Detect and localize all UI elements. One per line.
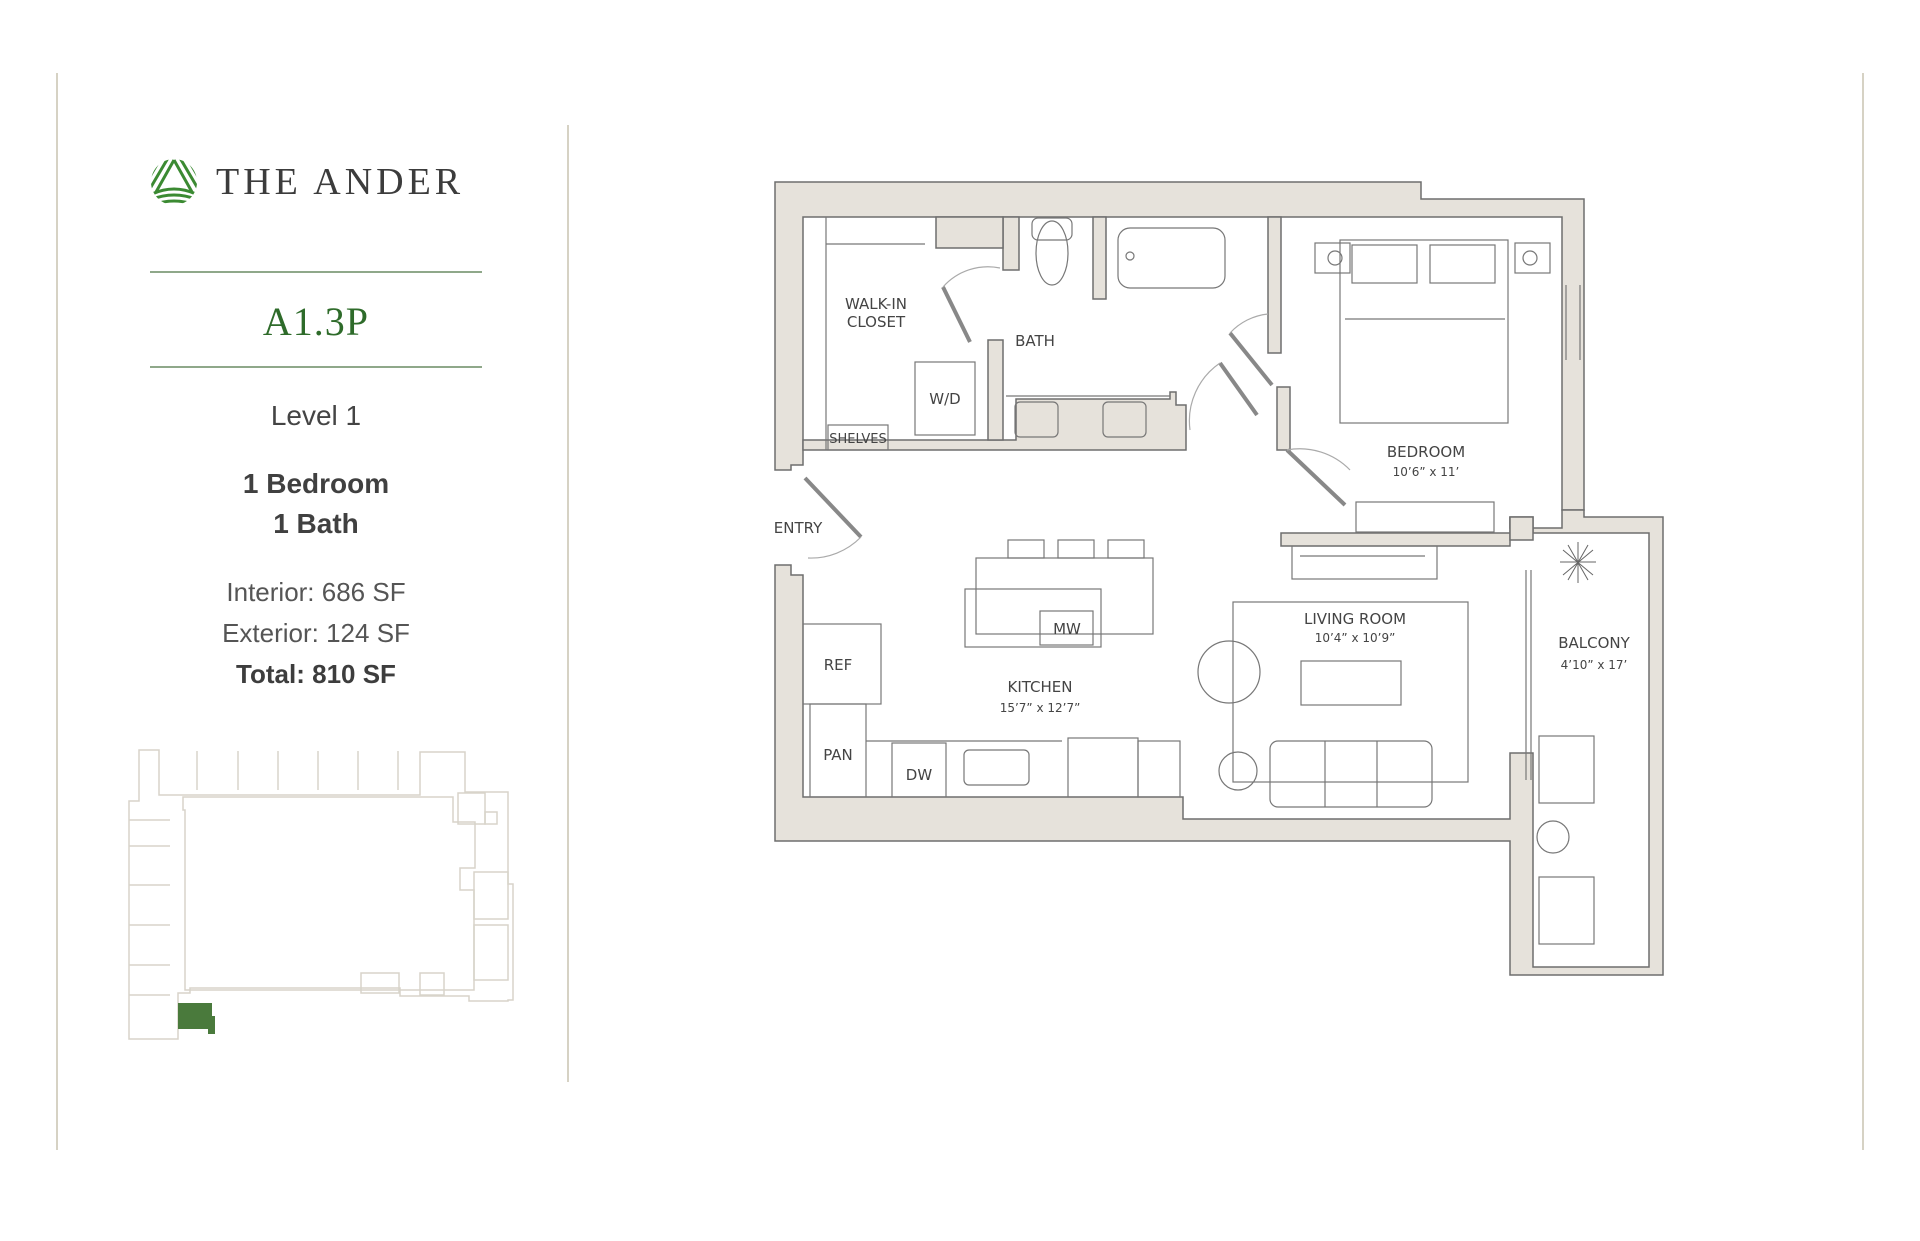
label-balcony-dim: 4’10” x 17’ — [1561, 658, 1628, 672]
walls — [774, 181, 1664, 976]
bed-bath: 1 Bedroom 1 Bath — [150, 464, 482, 544]
label-living-room: LIVING ROOM — [1304, 610, 1406, 628]
label-walkin-closet-1: WALK-IN — [845, 295, 907, 313]
unit-level: Level 1 — [270, 400, 362, 431]
bath-count: 1 Bath — [273, 508, 359, 539]
brand-name: THE ANDER — [216, 161, 465, 203]
total-area: Total: 810 SF — [236, 659, 396, 689]
label-ref: REF — [824, 656, 853, 674]
building-keyplan — [128, 749, 514, 1040]
label-balcony: BALCONY — [1558, 634, 1630, 652]
label-bedroom-dim: 10’6” x 11’ — [1393, 465, 1460, 479]
exterior-area: Exterior: 124 SF — [222, 618, 410, 648]
brand-logo: THE ANDER — [150, 158, 464, 206]
panel-divider — [567, 125, 569, 1082]
label-mw: MW — [1053, 620, 1081, 638]
leaf-stripes-icon — [151, 159, 197, 205]
label-wd: W/D — [929, 390, 960, 408]
label-dw: DW — [906, 766, 933, 784]
unit-code-wrap: A1.3P — [150, 298, 482, 345]
bedroom-count: 1 Bedroom — [242, 468, 390, 499]
keyplan-unit-highlight — [178, 1003, 215, 1034]
label-kitchen: KITCHEN — [1008, 678, 1073, 696]
fixtures — [802, 217, 1596, 945]
interior-area: Interior: 686 SF — [226, 577, 406, 607]
label-entry: ENTRY — [774, 519, 823, 537]
divider-top — [150, 271, 482, 273]
unit-code: A1.3P — [262, 299, 370, 344]
page-border-left — [56, 73, 58, 1150]
page-border-right — [1862, 73, 1864, 1150]
label-bath: BATH — [1015, 332, 1055, 350]
label-bedroom: BEDROOM — [1387, 443, 1465, 461]
label-kitchen-dim: 15’7” x 12’7” — [1000, 701, 1081, 715]
label-pan: PAN — [823, 746, 853, 764]
label-living-room-dim: 10’4” x 10’9” — [1315, 631, 1396, 645]
divider-bottom — [150, 366, 482, 368]
area-summary: Interior: 686 SF Exterior: 124 SF Total:… — [150, 572, 482, 695]
label-walkin-closet-2: CLOSET — [847, 313, 906, 331]
level-wrap: Level 1 — [150, 400, 482, 432]
label-shelves: SHELVES — [829, 432, 886, 447]
